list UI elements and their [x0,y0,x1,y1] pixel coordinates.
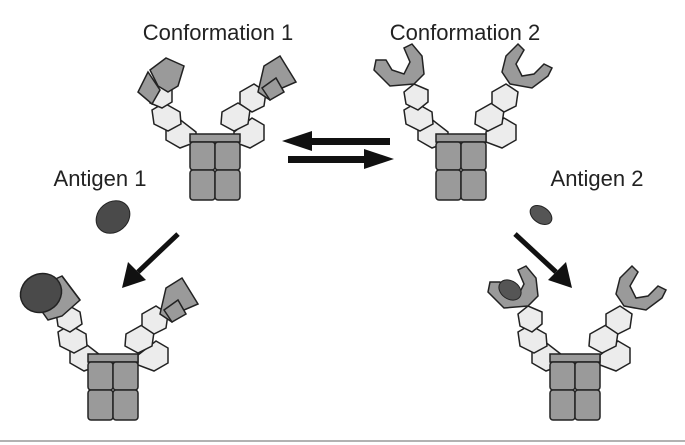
conformation-1-label: Conformation 1 [143,20,293,45]
binding-arrow-1 [122,232,180,288]
antibody-bound-antigen-1 [19,272,200,421]
bound-antigen-1 [19,272,63,314]
antigen-1-label: Antigen 1 [54,166,147,191]
reverse-arrow [282,131,390,151]
antibody-bound-antigen-2 [487,264,668,421]
binding-arrow-2 [513,232,572,288]
equilibrium-arrows [282,131,394,169]
antibody-conformation-1 [137,54,298,201]
antigen-2-label: Antigen 2 [551,166,644,191]
antibody-conformation-2 [373,42,554,201]
antigen-1-shape [95,200,131,234]
antigen-2-shape [529,204,553,226]
bound-antigen-2 [498,279,522,301]
forward-arrow [288,149,394,169]
conformation-2-label: Conformation 2 [390,20,540,45]
